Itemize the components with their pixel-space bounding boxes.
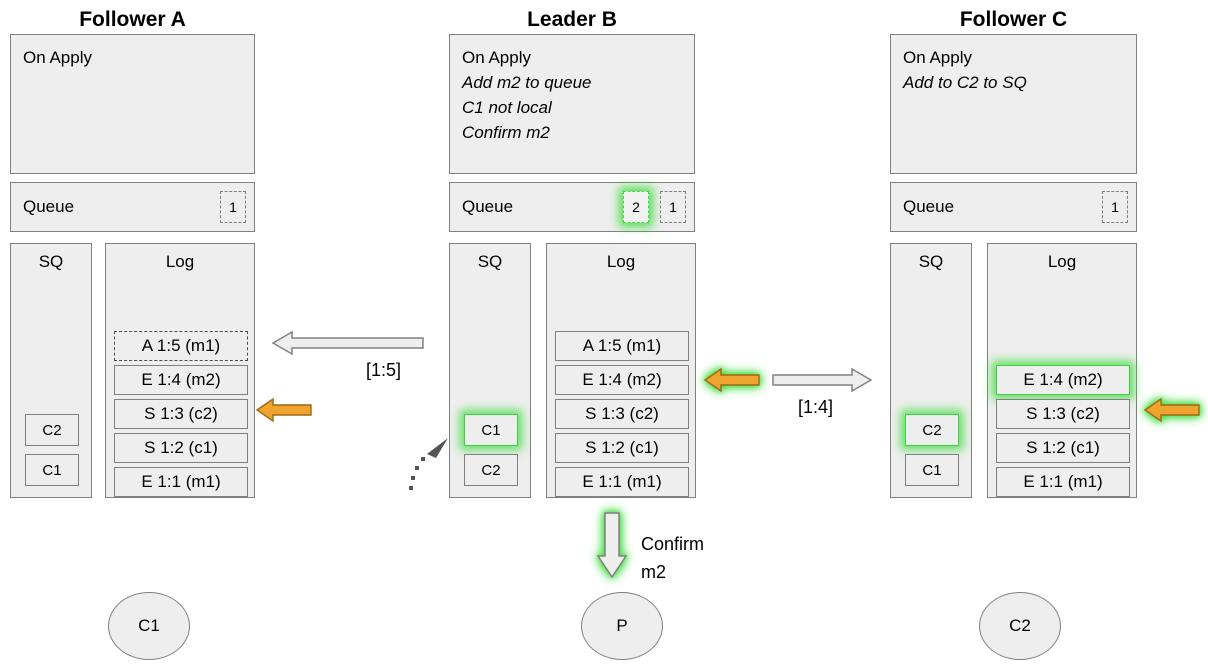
replicate-arrow-label-bc: [1:4]: [798, 397, 834, 417]
apply-pointer-arrow-leader-b: [703, 366, 760, 394]
sq-label: SQ: [918, 252, 944, 271]
log-entry: A 1:5 (m1): [114, 331, 248, 361]
log-entry: E 1:4 (m2): [114, 365, 248, 395]
onapply-panel-follower-a: On Apply: [10, 34, 255, 174]
sq-column-leader-b: SQ C1 C2: [449, 243, 531, 498]
confirm-arrow-label: Confirm m2: [641, 530, 704, 586]
sq-item: C2: [25, 414, 79, 446]
log-entry: S 1:3 (c2): [114, 399, 248, 429]
node-title-follower-c: Follower C: [959, 8, 1068, 31]
log-label: Log: [606, 252, 636, 271]
onapply-panel-follower-c: On Apply Add to C2 to SQ: [890, 34, 1137, 174]
queue-chip: 1: [1102, 191, 1128, 223]
sq-item: C1: [464, 414, 518, 446]
log-column-leader-b: Log A 1:5 (m1) E 1:4 (m2) S 1:3 (c2) S 1…: [546, 243, 696, 498]
queue-label: Queue: [462, 197, 514, 216]
onapply-header: On Apply: [23, 48, 92, 67]
confirm-label-line-1: Confirm: [641, 534, 705, 554]
log-entry: A 1:5 (m1): [555, 331, 689, 361]
node-title-follower-a: Follower A: [79, 8, 186, 31]
log-entry: S 1:3 (c2): [996, 399, 1130, 429]
queue-panel-follower-c: Queue 1: [890, 182, 1137, 232]
client-node-c1: C1: [108, 592, 190, 660]
log-column-follower-a: Log A 1:5 (m1) E 1:4 (m2) S 1:3 (c2) S 1…: [105, 243, 255, 498]
onapply-line: C1 not local: [462, 98, 552, 117]
log-label: Log: [165, 252, 195, 271]
node-title-leader-b: Leader B: [527, 8, 617, 31]
log-entry: E 1:1 (m1): [555, 467, 689, 497]
sq-item: C2: [905, 414, 959, 446]
onapply-header: On Apply: [462, 48, 531, 67]
onapply-line: Add to C2 to SQ: [903, 73, 1027, 92]
queue-panel-follower-a: Queue 1: [10, 182, 255, 232]
replicate-arrow-b-to-c: [772, 367, 873, 393]
queue-chip: 1: [220, 191, 246, 223]
queue-chip: 1: [660, 191, 686, 223]
queue-label: Queue: [903, 197, 955, 216]
sq-label: SQ: [477, 252, 503, 271]
queue-label: Queue: [23, 197, 75, 216]
sq-item: C1: [905, 454, 959, 486]
confirm-label-line-2: m2: [641, 562, 667, 582]
sq-column-follower-c: SQ C2 C1: [890, 243, 972, 498]
confirm-arrow-down: [596, 512, 628, 579]
apply-pointer-arrow-follower-c: [1143, 396, 1200, 424]
sq-column-follower-a: SQ C2 C1: [10, 243, 92, 498]
log-entry: E 1:4 (m2): [996, 365, 1130, 395]
sq-item: C2: [464, 454, 518, 486]
log-entry: S 1:2 (c1): [996, 433, 1130, 463]
log-entry: S 1:2 (c1): [114, 433, 248, 463]
replicate-arrow-b-to-a: [271, 330, 424, 356]
queue-chip: 2: [623, 191, 649, 223]
replicate-arrow-label-ab: [1:5]: [366, 360, 402, 380]
client-node-c2: C2: [979, 592, 1061, 660]
log-entry: E 1:1 (m1): [996, 467, 1130, 497]
onapply-line: Add m2 to queue: [462, 73, 592, 92]
queue-panel-leader-b: Queue 2 1: [449, 182, 695, 232]
apply-pointer-arrow-follower-a: [255, 396, 312, 424]
onapply-header: On Apply: [903, 48, 972, 67]
sq-insert-dotted-pointer: [400, 428, 452, 494]
sq-label: SQ: [38, 252, 64, 271]
onapply-panel-leader-b: On Apply Add m2 to queue C1 not local Co…: [449, 34, 695, 174]
log-entry: E 1:1 (m1): [114, 467, 248, 497]
onapply-line: Confirm m2: [462, 123, 550, 142]
log-label: Log: [1047, 252, 1077, 271]
log-entry: S 1:3 (c2): [555, 399, 689, 429]
log-column-follower-c: Log E 1:4 (m2) S 1:3 (c2) S 1:2 (c1) E 1…: [987, 243, 1137, 498]
sq-item: C1: [25, 454, 79, 486]
client-node-p: P: [581, 592, 663, 660]
log-entry: S 1:2 (c1): [555, 433, 689, 463]
log-entry: E 1:4 (m2): [555, 365, 689, 395]
